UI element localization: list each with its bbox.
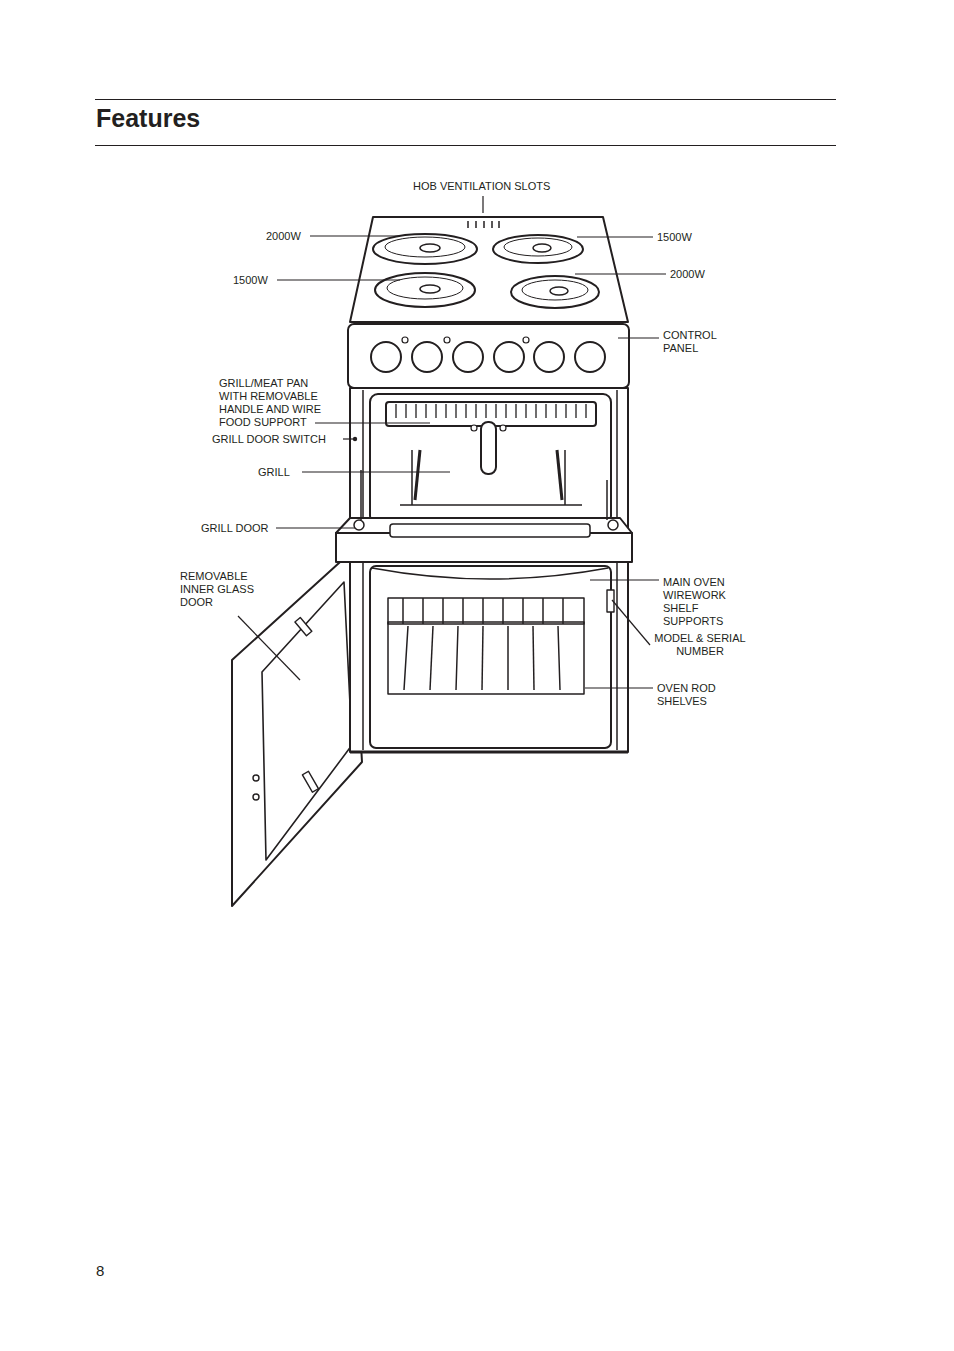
cooker-drawing xyxy=(232,217,632,906)
wattage-label: 1500W xyxy=(657,231,692,244)
part-label: GRILL xyxy=(258,466,290,479)
part-label: MODEL & SERIAL NUMBER xyxy=(648,632,752,658)
switch-dot xyxy=(353,437,357,441)
wattage-label: 1500W xyxy=(233,274,268,287)
page-title: Features xyxy=(96,104,200,133)
wattage-label: 2000W xyxy=(670,268,705,281)
part-label: GRILL DOOR xyxy=(201,522,268,535)
part-label: CONTROL PANEL xyxy=(663,329,723,355)
page-number: 8 xyxy=(96,1262,104,1280)
wattage-label: 2000W xyxy=(266,230,301,243)
part-label: GRILL/MEAT PAN WITH REMOVABLE HANDLE AND… xyxy=(219,377,325,429)
part-label: HOB VENTILATION SLOTS xyxy=(413,180,550,193)
part-label: GRILL DOOR SWITCH xyxy=(212,433,326,446)
header-rules xyxy=(95,100,836,146)
part-label: MAIN OVEN WIREWORK SHELF SUPPORTS xyxy=(663,576,735,628)
part-label: OVEN ROD SHELVES xyxy=(657,682,729,708)
part-label: REMOVABLE INNER GLASS DOOR xyxy=(180,570,255,609)
